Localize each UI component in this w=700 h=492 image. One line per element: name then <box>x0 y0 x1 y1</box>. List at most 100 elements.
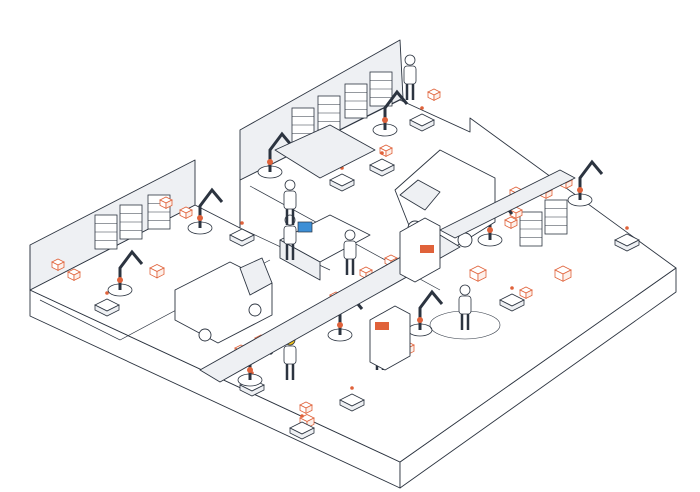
worker-torso <box>283 225 297 245</box>
agv-base <box>339 399 365 412</box>
agv-robot <box>369 151 395 177</box>
box-side <box>73 271 81 282</box>
worker-head <box>404 54 416 66</box>
desk-front <box>279 239 321 281</box>
agv-robot <box>409 106 435 132</box>
worker-head <box>284 179 296 191</box>
robot-arm <box>567 159 604 207</box>
signal-icon <box>510 286 514 290</box>
delivery-truck <box>174 257 273 344</box>
box-side <box>185 209 193 220</box>
robot-arm <box>257 131 294 179</box>
box-side <box>433 91 441 102</box>
arm-joint <box>197 215 203 221</box>
storage-rack <box>519 211 543 247</box>
robot-arm <box>372 89 409 137</box>
control-desk <box>279 214 371 281</box>
agv-base <box>94 304 120 317</box>
agv-robot <box>94 291 120 317</box>
cargo-box <box>67 268 81 282</box>
conveyor-main <box>199 124 576 383</box>
van-windshield <box>399 179 441 211</box>
agv-robot <box>289 414 315 440</box>
scanner-label <box>420 245 434 253</box>
truck-wheel <box>198 328 212 342</box>
cargo-box <box>159 196 173 210</box>
box-side <box>57 261 65 272</box>
signal-icon <box>380 151 384 155</box>
box-side <box>156 267 165 279</box>
agv-robot <box>614 226 640 252</box>
cargo-box <box>519 286 533 300</box>
signal-icon <box>300 414 304 418</box>
agv-base <box>229 234 255 247</box>
worker-head <box>459 284 471 296</box>
worker-torso <box>283 345 297 365</box>
worker-head <box>344 229 356 241</box>
box-side <box>305 404 313 415</box>
agv-robot <box>229 221 255 247</box>
cargo-box <box>179 206 193 220</box>
storage-rack <box>344 83 368 119</box>
worker-torso <box>283 190 297 210</box>
agv-robot <box>499 286 525 312</box>
agv-base <box>329 179 355 192</box>
storage-rack <box>369 71 393 107</box>
box-side <box>562 269 572 282</box>
signal-icon <box>420 106 424 110</box>
agv-base <box>409 119 435 132</box>
storage-rack <box>317 95 341 131</box>
arm-joint <box>337 322 343 328</box>
arm-joint <box>117 277 123 283</box>
box-side <box>510 219 518 230</box>
upper-conveyor <box>274 124 376 179</box>
truck-cab <box>239 257 273 296</box>
agv-base <box>289 427 315 440</box>
signal-icon <box>240 221 244 225</box>
worker-torso <box>403 65 417 85</box>
box-side <box>515 209 523 220</box>
worker <box>283 179 297 225</box>
arm-joint <box>577 187 583 193</box>
cargo-box <box>149 264 165 279</box>
agv-base <box>499 299 525 312</box>
robot-arm <box>107 249 144 297</box>
monitor-screen <box>297 221 313 233</box>
conveyor-belt <box>199 234 461 383</box>
worker <box>458 284 472 330</box>
storage-rack <box>94 214 118 250</box>
signal-icon <box>625 226 629 230</box>
signal-icon <box>105 291 109 295</box>
conveyor-belt <box>439 169 576 239</box>
agv-base <box>369 164 395 177</box>
cargo-box <box>504 216 518 230</box>
agv-robot <box>329 166 355 192</box>
arm-joint <box>382 117 388 123</box>
cargo-box <box>51 258 65 272</box>
cargo-box <box>469 265 487 282</box>
cargo-box <box>299 401 313 415</box>
worker <box>343 229 357 275</box>
box-side <box>165 199 173 210</box>
worker <box>403 54 417 100</box>
truck-wheel <box>248 303 262 317</box>
cargo-box <box>427 88 441 102</box>
storage-rack <box>544 199 568 235</box>
agv-robot <box>339 386 365 412</box>
arm-joint <box>247 367 253 373</box>
signal-icon <box>350 386 354 390</box>
cargo-box <box>554 265 572 282</box>
box-side <box>477 269 487 282</box>
robot-arm <box>187 187 224 235</box>
agv-base <box>614 239 640 252</box>
agv-base <box>239 384 265 397</box>
box-side <box>385 147 393 158</box>
scanner-label <box>375 322 389 330</box>
worker-torso <box>458 295 472 315</box>
arm-joint <box>487 227 493 233</box>
storage-rack <box>119 204 143 240</box>
arm-joint <box>267 159 273 165</box>
arm-joint <box>417 317 423 323</box>
